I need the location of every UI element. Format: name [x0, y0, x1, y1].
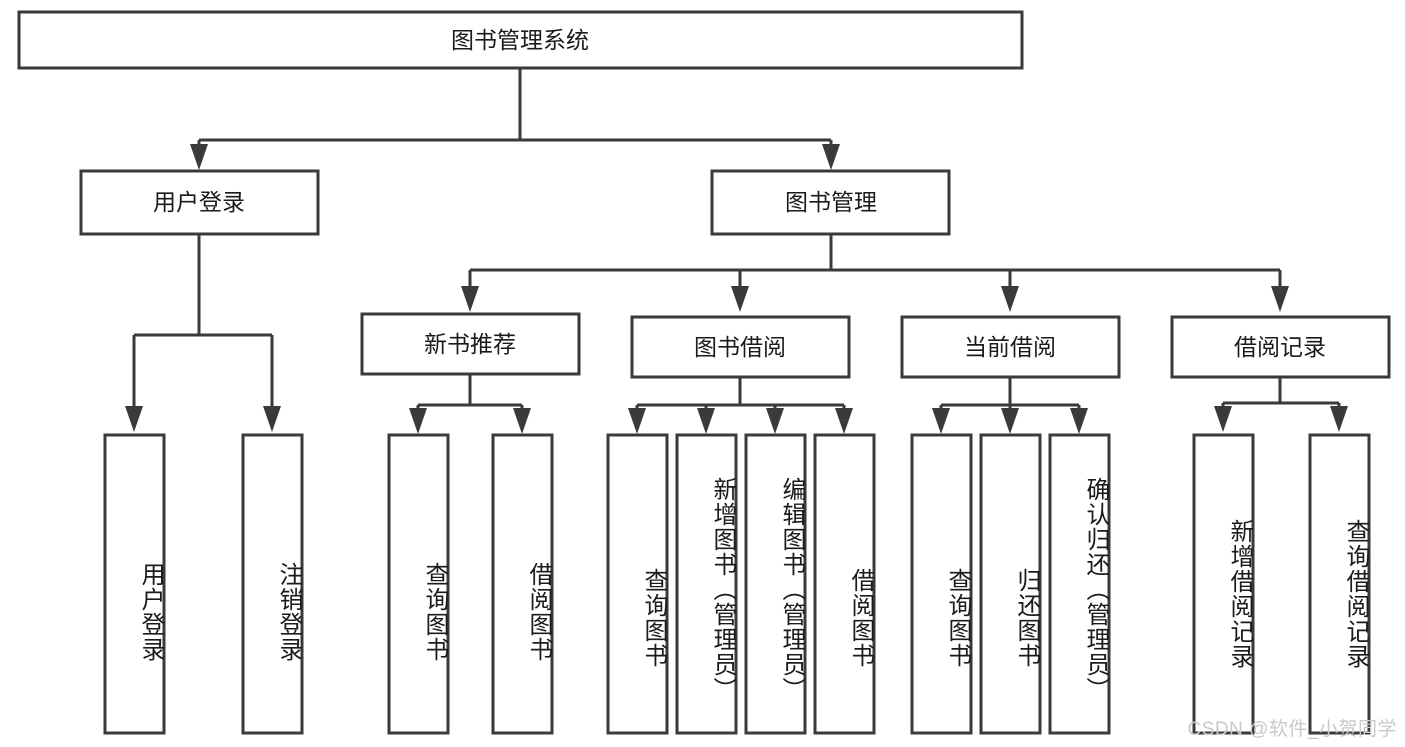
leaf-box-add-book[interactable] — [675, 433, 738, 735]
connectors-book-borrow-to-leaves — [635, 378, 846, 410]
leaf-box-query-book-cb[interactable] — [910, 433, 973, 735]
arrow-to-new-book-recommend — [461, 286, 479, 312]
connectors-book-management-to-level2 — [468, 234, 1282, 288]
arrow-to-leaf-confirm-return — [1070, 408, 1088, 434]
node-current-borrow[interactable]: 当前借阅 — [900, 315, 1121, 379]
leaf-box-logout[interactable] — [241, 433, 304, 735]
connectors-new-book-recommend-to-leaves — [416, 374, 524, 410]
leaf-box-query-book-nb[interactable] — [387, 433, 450, 735]
node-book-management[interactable]: 图书管理 — [710, 169, 951, 236]
node-root-book-management-system[interactable]: 图书管理系统 — [17, 10, 1024, 70]
arrow-to-leaf-edit-book — [766, 408, 784, 434]
node-book-management-label: 图书管理 — [785, 189, 877, 215]
leaf-box-confirm-return[interactable] — [1048, 433, 1111, 735]
arrow-to-book-borrow — [731, 286, 749, 312]
arrow-to-leaf-user-login — [125, 406, 143, 432]
arrow-to-leaf-borrow-book-nb — [513, 408, 531, 434]
node-new-book-recommend[interactable]: 新书推荐 — [360, 312, 581, 376]
leaf-box-borrow-book-bb[interactable] — [813, 433, 876, 735]
leaf-box-edit-book[interactable] — [744, 433, 807, 735]
connectors-current-borrow-to-leaves — [939, 378, 1081, 410]
csdn-watermark: CSDN @软件_小贺同学 — [1187, 719, 1397, 740]
arrow-to-borrow-record — [1271, 286, 1289, 312]
node-user-login-label: 用户登录 — [153, 189, 245, 215]
node-new-book-recommend-label: 新书推荐 — [424, 331, 516, 357]
node-book-borrow-label: 图书借阅 — [694, 334, 786, 360]
leaf-box-borrow-book-nb[interactable] — [491, 433, 554, 735]
leaf-box-query-record[interactable] — [1308, 433, 1371, 735]
node-borrow-record[interactable]: 借阅记录 — [1170, 315, 1391, 379]
leaf-box-user-login[interactable] — [103, 433, 166, 735]
arrow-to-leaf-query-book-bb — [628, 408, 646, 434]
node-borrow-record-label: 借阅记录 — [1234, 334, 1326, 360]
connectors-root-to-level1 — [197, 68, 833, 146]
arrow-to-leaf-query-record — [1330, 406, 1348, 432]
arrow-to-leaf-query-book-cb — [932, 408, 950, 434]
leaf-box-add-record[interactable] — [1192, 433, 1255, 735]
arrow-to-leaf-borrow-book-bb — [835, 408, 853, 434]
connectors-user-login-to-leaves — [132, 234, 274, 408]
arrow-to-leaf-add-book — [697, 408, 715, 434]
node-user-login[interactable]: 用户登录 — [79, 169, 320, 236]
connectors-borrow-record-to-leaves — [1221, 378, 1341, 408]
leaf-box-query-book-bb[interactable] — [606, 433, 669, 735]
arrow-to-user-login — [190, 144, 208, 170]
arrow-to-leaf-query-book-nb — [409, 408, 427, 434]
leaf-box-return-book[interactable] — [979, 433, 1042, 735]
node-book-borrow[interactable]: 图书借阅 — [630, 315, 851, 379]
arrow-to-book-management — [822, 144, 840, 170]
arrow-to-current-borrow — [1001, 286, 1019, 312]
arrow-to-leaf-add-record — [1214, 406, 1232, 432]
arrow-to-leaf-return-book — [1001, 408, 1019, 434]
node-current-borrow-label: 当前借阅 — [964, 334, 1056, 360]
arrow-to-leaf-logout — [263, 406, 281, 432]
node-root-label: 图书管理系统 — [451, 27, 589, 53]
